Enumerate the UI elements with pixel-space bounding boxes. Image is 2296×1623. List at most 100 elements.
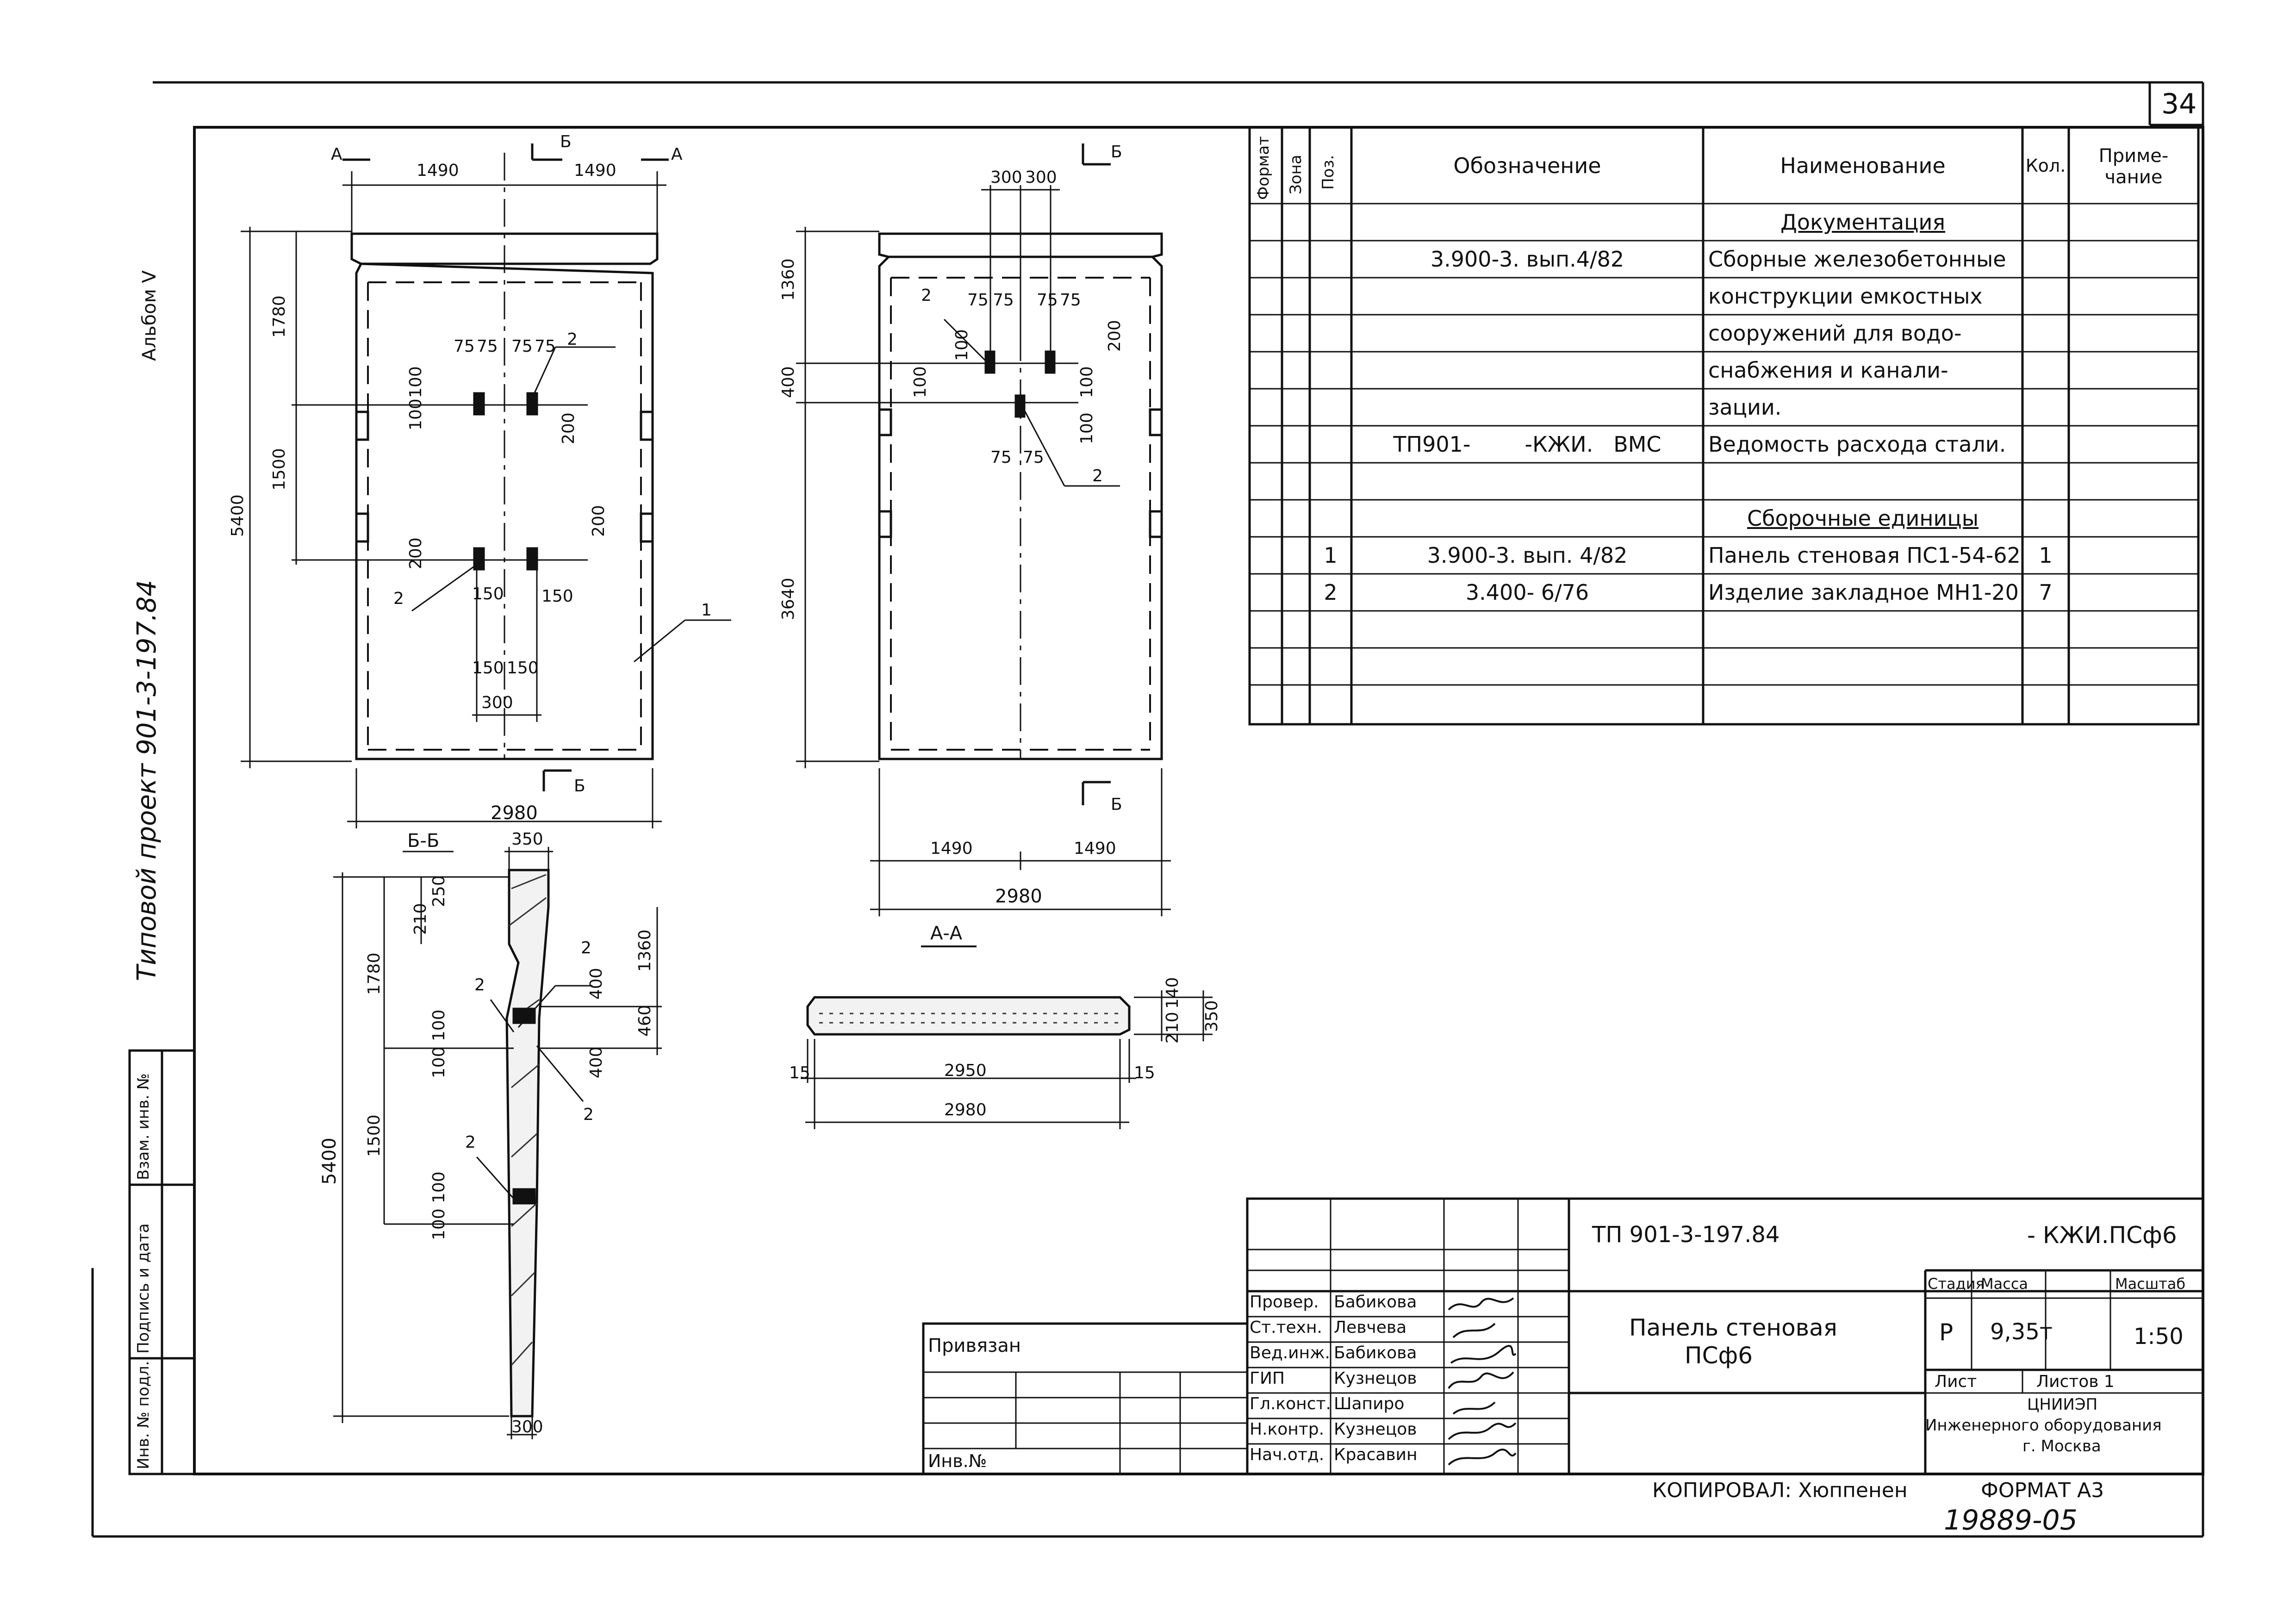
drawing-name-line2: ПСф6 [1685,1342,1753,1369]
front-dim-100a: 100 [406,398,425,430]
sectb-dim-1780: 1780 [365,952,384,995]
sectb-dim-250: 250 [429,875,448,907]
secta-dim-2950: 2950 [944,1061,987,1080]
sectb-dim-100a: 100 [429,1009,448,1041]
rear-dim-top-1: 300 [990,168,1022,187]
spec-header-zone: Зона [1287,155,1305,194]
secta-dim-140: 140 [1163,977,1182,1009]
signature-role: Ст.техн. [1250,1318,1322,1337]
sheet-label: Лист [1935,1372,1977,1391]
rear-leader-2-bottom: 2 [1092,466,1103,485]
spec-row-name [1705,463,2023,500]
front-view-labels: А А Б Б 1490 1490 1780 1500 5400 75 75 7… [228,132,712,824]
spec-row-qty [2022,463,2069,500]
sectb-leader-2d: 2 [465,1133,476,1152]
spec-row-qty [2022,204,2069,241]
spec-row-designation [1354,278,1701,315]
spec-row-designation [1354,389,1701,426]
spec-row-qty [2022,648,2069,685]
spec-row-pos [1310,500,1351,537]
spec-row-designation [1354,463,1701,500]
signature-name: Бабикова [1334,1343,1417,1362]
rear-section-mark-b-bottom: Б [1111,795,1122,814]
front-dim-100b: 100 [406,366,425,398]
sectb-dim-100d: 100 [429,1208,448,1240]
spec-row-pos [1310,426,1351,463]
rear-dim-bottom-2: 1490 [1074,839,1116,858]
spec-row-pos [1310,278,1351,315]
front-leader-2-bottom: 2 [393,589,404,608]
rear-dim-3640: 3640 [779,578,798,620]
spec-row-qty [2022,241,2069,278]
spec-row-designation [1354,500,1701,537]
rear-dim-75d: 75 [1060,291,1081,310]
rear-dim-200: 200 [1105,320,1124,352]
page-number: 34 [2161,88,2197,120]
secta-dim-15b: 15 [1134,1063,1155,1082]
signature-role: Провер. [1250,1293,1319,1312]
rear-dim-100c: 100 [1077,366,1096,398]
rear-leader-2-top: 2 [921,286,932,305]
sectb-dim-350: 350 [511,830,543,849]
rear-dim-1360: 1360 [779,258,798,301]
front-dim-top-2: 1490 [574,161,616,180]
sectb-dim-5400: 5400 [319,1138,340,1185]
signature-role: ГИП [1250,1369,1285,1388]
section-mark-a-left: А [331,145,342,164]
front-dim-75a: 75 [454,337,475,356]
spec-row-designation: ТП901- -КЖИ. ВМС [1393,432,1661,457]
spec-header-format: Формат [1254,136,1273,200]
mass-value: 9,35т [1990,1319,2053,1345]
front-dim-150b: 150 [541,587,573,606]
album-label: Альбом V [139,270,160,361]
front-dim-left-1500: 1500 [270,448,289,491]
signature-role: Нач.отд. [1250,1445,1325,1464]
front-leader-1: 1 [701,601,712,620]
spec-row-pos: 2 [1324,580,1338,605]
signature-name: Бабикова [1334,1293,1417,1312]
org-line2: Инженерного оборудования [1925,1416,2162,1435]
mass-label: Масса [1981,1275,2028,1293]
rear-dim-75c: 75 [1037,291,1058,310]
spec-row-designation [1354,611,1701,648]
scale-label: Масштаб [2115,1275,2186,1293]
sectb-leader-2b: 2 [583,1105,594,1124]
section-a-title: А-А [930,923,963,944]
spec-row-pos [1310,389,1351,426]
spec-row-designation: 3.400- 6/76 [1465,580,1589,605]
spec-row-qty [2022,315,2069,352]
front-dim-300: 300 [481,693,513,712]
rear-dim-75b: 75 [993,291,1014,310]
front-dim-150d: 150 [507,659,539,678]
title-code-suffix: - КЖИ.ПСф6 [2027,1222,2177,1249]
project-title: Типовой проект 901-3-197.84 [132,580,162,981]
front-dim-150c: 150 [472,659,504,678]
secta-dim-350: 350 [1202,1000,1221,1032]
archive-number: 19889-05 [1944,1504,2078,1536]
spec-row-qty [2022,389,2069,426]
rear-dim-bottom-1: 1490 [930,839,973,858]
spec-header-name: Наименование [1780,153,1946,178]
spec-row-pos [1310,648,1351,685]
front-dim-200a: 200 [559,412,578,444]
spec-header-pos: Поз. [1319,155,1338,190]
rear-dim-100d: 100 [1077,412,1096,444]
rear-dim-400: 400 [779,366,798,398]
front-dim-160: 200 [589,505,608,537]
spec-row-designation: 3.900-3. вып.4/82 [1430,247,1624,272]
spec-row-name: зации. [1708,395,1782,420]
spec-row-name: Сборочные единицы [1747,506,1979,531]
section-b-labels: Б-Б 350 250 210 1780 1360 400 460 100 10… [319,830,654,1436]
front-dim-75d: 75 [535,337,556,356]
section-mark-b-top: Б [560,132,572,151]
sectb-dim-1500: 1500 [365,1114,384,1157]
sheets-label: Листов 1 [2036,1372,2115,1391]
stage-value: Р [1939,1319,1954,1346]
rear-section-mark-b: Б [1111,143,1122,162]
spec-row-pos [1310,315,1351,352]
signature-role: Н.контр. [1250,1420,1325,1439]
sectb-dim-400a: 400 [587,968,606,1000]
spec-row-name: Сборные железобетонные [1708,247,2006,272]
org-line3: г. Москва [2022,1437,2101,1455]
